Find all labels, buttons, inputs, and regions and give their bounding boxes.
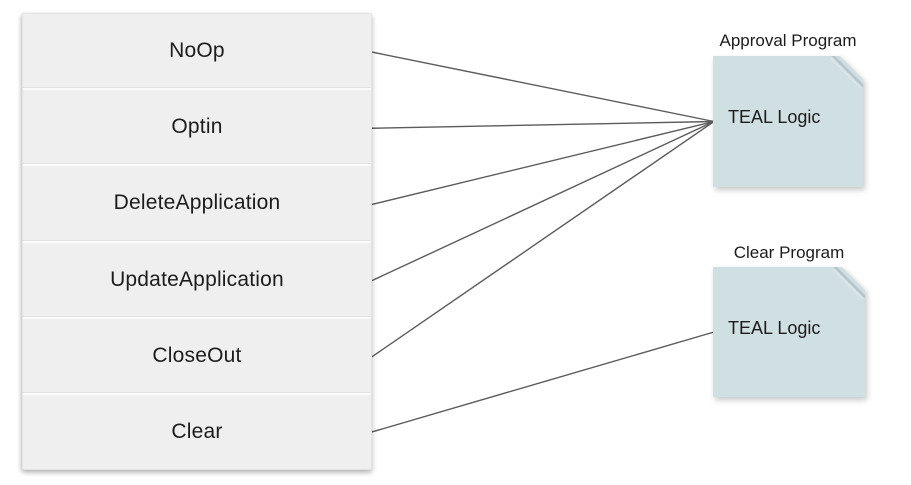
clear-program-document: TEAL Logic xyxy=(713,267,865,397)
action-label: DeleteApplication xyxy=(113,191,281,215)
action-label: CloseOut xyxy=(152,343,242,367)
action-row-closeout: CloseOut xyxy=(23,318,371,395)
connector-line xyxy=(371,51,715,123)
connector-line xyxy=(371,120,715,358)
clear-program-title: Clear Program xyxy=(733,243,845,262)
action-label: Optin xyxy=(171,115,223,139)
action-row-noop: NoOp xyxy=(23,14,371,91)
approval-program-document: TEAL Logic xyxy=(713,56,863,187)
connector-line xyxy=(371,120,715,282)
action-row-updateapplication: UpdateApplication xyxy=(23,242,371,319)
approval-program-title: Approval Program xyxy=(719,31,857,50)
transaction-type-list: NoOp Optin DeleteApplication UpdateAppli… xyxy=(22,13,372,470)
action-label: NoOp xyxy=(169,39,225,63)
connector-line xyxy=(371,120,715,206)
action-row-clear: Clear xyxy=(23,394,371,470)
action-label: Clear xyxy=(171,419,223,443)
connector-line xyxy=(371,120,715,129)
clear-program-content: TEAL Logic xyxy=(728,317,821,338)
approval-program-content: TEAL Logic xyxy=(728,107,821,127)
connector-line xyxy=(371,331,715,433)
action-label: UpdateApplication xyxy=(110,267,284,291)
action-row-optin: Optin xyxy=(23,90,371,167)
action-row-deleteapplication: DeleteApplication xyxy=(23,166,371,243)
